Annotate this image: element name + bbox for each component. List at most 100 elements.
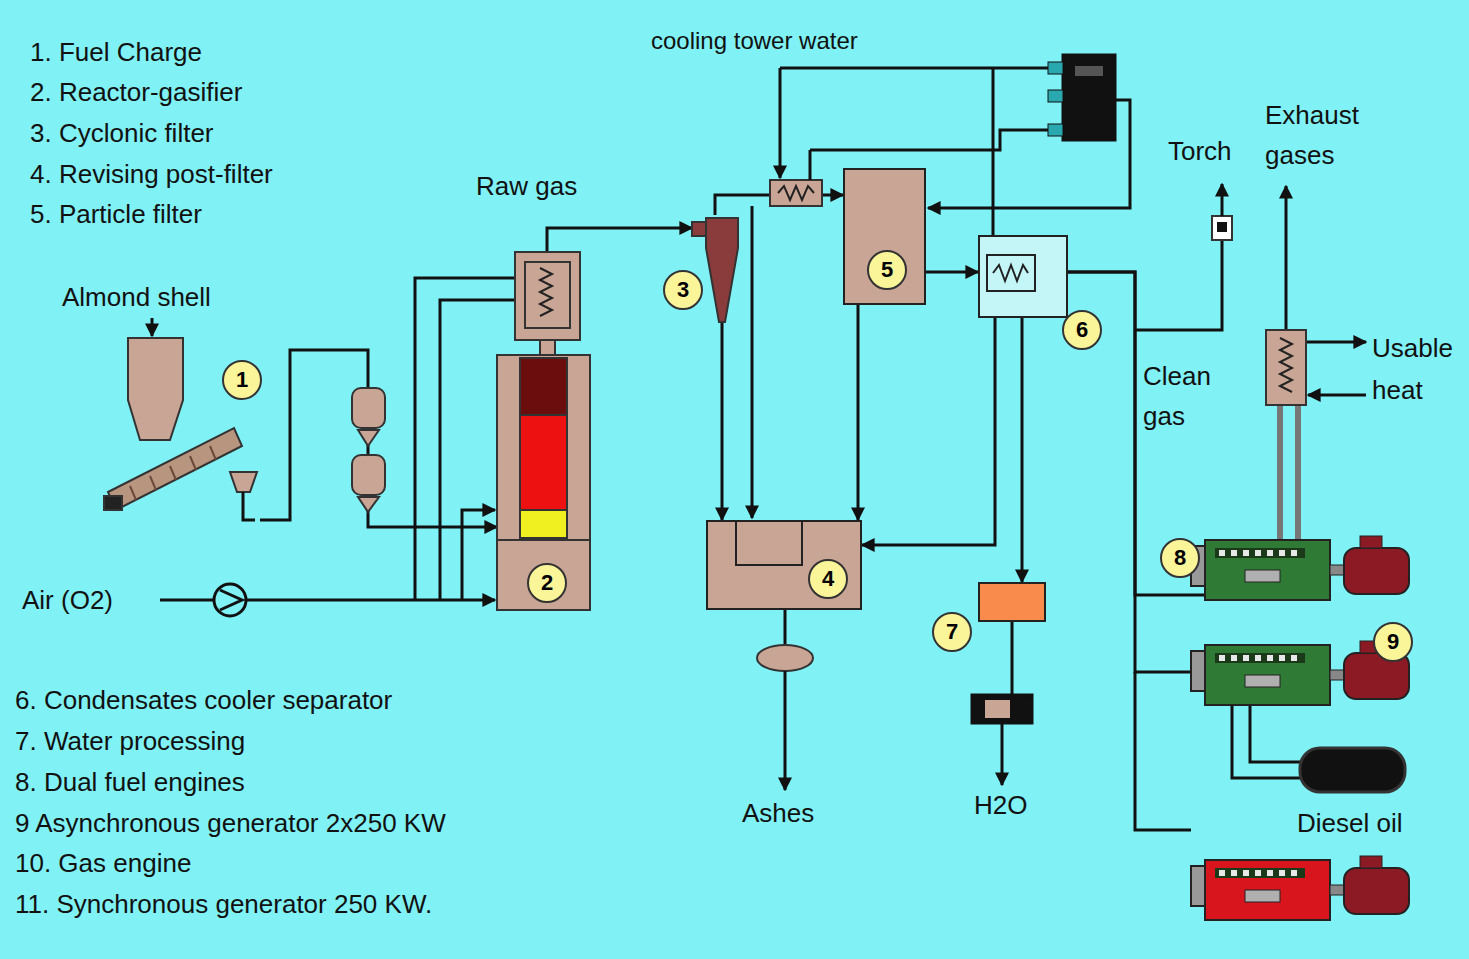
- cooling-tower-part: [1048, 62, 1063, 74]
- callout-number: 6: [1062, 310, 1102, 350]
- particle-filter-box: 5: [843, 168, 926, 305]
- cooling-tower-part: [1048, 124, 1063, 136]
- air-supply-part: [220, 590, 242, 610]
- ash-valve-part: [784, 610, 787, 645]
- engine-generator-part: [1215, 653, 1305, 663]
- engine-generator-part: [1219, 550, 1225, 556]
- stream-label: cooling tower water: [651, 26, 858, 56]
- engine-generator-part: [1267, 870, 1273, 876]
- gas-cooler-part: [751, 206, 754, 518]
- engine-generator-part: [1360, 536, 1382, 548]
- exhaust-heat-exchanger-part: [1295, 405, 1301, 540]
- legend-item: 3. Cyclonic filter: [30, 118, 214, 148]
- air-supply-part: [462, 510, 495, 600]
- engine-generator-part: [1279, 655, 1285, 661]
- pipe-connector: [721, 322, 724, 520]
- engine-generator-part: [1219, 655, 1225, 661]
- engine-generator-part: [1205, 540, 1330, 600]
- cyclone-part: [706, 218, 738, 322]
- input-label: Diesel oil: [1297, 808, 1403, 838]
- gas-and-fuel-lines-part: [1232, 705, 1300, 778]
- engine-generator-part: [1291, 870, 1297, 876]
- reactor-gasifier-part: [540, 268, 552, 316]
- cooling-tower-part: [992, 68, 995, 235]
- outlet-label: Usable heat: [1372, 327, 1466, 411]
- exhaust-heat-exchanger-part: [1280, 338, 1292, 392]
- water-pump-part: [972, 695, 1032, 723]
- air-supply-part: [246, 599, 495, 602]
- gas-cooler-part: [810, 130, 1063, 150]
- gas-cooler-part: [809, 150, 812, 180]
- engine-generator: [1191, 536, 1409, 600]
- reactor-gasifier-part: [515, 252, 580, 340]
- dual-fuel-engine: 9: [1205, 645, 1330, 705]
- fuel-hopper: [104, 318, 257, 520]
- lock-hoppers: [352, 388, 385, 512]
- legend-item: 4. Revising post-filter: [30, 159, 273, 189]
- box-detail: [987, 255, 1035, 291]
- ash-valve: [757, 610, 813, 790]
- gas-and-fuel-lines-part: [1300, 748, 1405, 792]
- engine-generator-part: [1243, 870, 1249, 876]
- post-filter-box: 4: [706, 520, 862, 610]
- reactor-gasifier-part: [497, 540, 590, 610]
- legend-item: 9 Asynchronous generator 2x250 KW: [15, 808, 446, 838]
- fuel-hopper-part: [128, 338, 183, 440]
- fuel-hopper-part: [243, 492, 255, 520]
- reactor-gasifier-part: [497, 355, 590, 540]
- fuel-hopper-part: [104, 496, 122, 510]
- torch-part: [1217, 222, 1227, 232]
- engine-generator-set: [1191, 536, 1409, 920]
- outlet-label: Ashes: [742, 798, 814, 828]
- input-label: Almond shell: [62, 282, 211, 312]
- torch: [1135, 184, 1232, 330]
- dual-fuel-engine: 8: [1205, 540, 1330, 600]
- callout-number: 2: [527, 563, 567, 603]
- legend-item: 5. Particle filter: [30, 199, 202, 229]
- callout-number: 8: [1160, 538, 1200, 578]
- reactor-gasifier-part: [525, 262, 570, 328]
- engine-generator-part: [1344, 548, 1409, 594]
- gas-cooler-part: [770, 180, 822, 206]
- reactor-gasifier-part: [540, 340, 555, 355]
- input-label: Air (O2): [22, 585, 113, 615]
- engine-generator-part: [1344, 868, 1409, 914]
- cooling-tower-part: [1075, 66, 1103, 76]
- engine-generator-part: [1245, 570, 1280, 582]
- engine-generator-part: [1255, 870, 1261, 876]
- lock-hoppers-part: [352, 388, 385, 428]
- gas-cooler-part: [780, 67, 1063, 70]
- torch-part: [1135, 240, 1222, 330]
- engine-generator-part: [1279, 550, 1285, 556]
- engine-generator-part: [1245, 890, 1280, 902]
- reactor-gasifier-part: [520, 358, 567, 415]
- engine-generator-part: [1215, 548, 1305, 558]
- engine-generator-part: [1255, 655, 1261, 661]
- reactor-gasifier: [497, 252, 590, 610]
- box-detail: [993, 265, 1028, 281]
- engine-generator-part: [1360, 856, 1382, 868]
- gas-and-fuel-lines-part: [1250, 705, 1300, 762]
- ash-valve-part: [784, 671, 787, 790]
- reactor-gasifier: 2: [497, 252, 590, 610]
- gas-cooler-part: [779, 68, 782, 178]
- engine-generator-part: [1267, 655, 1273, 661]
- engine-generator-part: [1255, 550, 1261, 556]
- pipe-connector: [857, 305, 860, 520]
- callout-number: 3: [663, 270, 703, 310]
- legend-item: 1. Fuel Charge: [30, 37, 202, 67]
- engine-generator: [1191, 856, 1409, 920]
- fuel-hopper-part: [151, 318, 154, 336]
- reactor-gasifier-part: [520, 415, 567, 510]
- gas-and-fuel-lines-part: [1135, 672, 1191, 830]
- legend-item: 11. Synchronous generator 250 KW.: [15, 889, 432, 919]
- air-supply-part: [160, 599, 214, 602]
- water-pump-part: [985, 700, 1010, 718]
- exhaust-heat-exchanger-part: [1308, 394, 1366, 397]
- lock-hoppers-part: [358, 497, 379, 512]
- lock-hoppers-part: [352, 455, 385, 495]
- torch-part: [1221, 184, 1224, 216]
- ash-valve-part: [757, 645, 813, 671]
- engine-generator-part: [1231, 870, 1237, 876]
